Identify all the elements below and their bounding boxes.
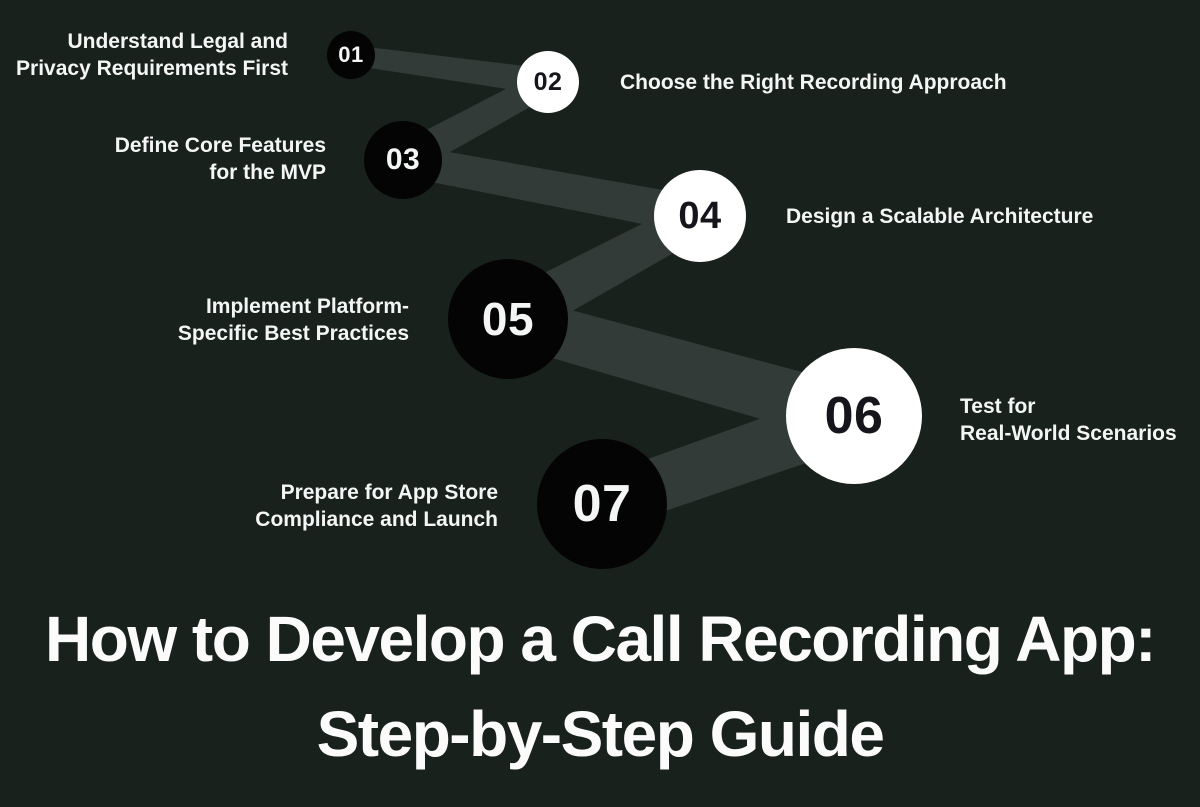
step-04-number: 04 bbox=[678, 194, 722, 237]
step-05-number: 05 bbox=[481, 293, 535, 345]
step-04-label: Design a Scalable Architecture bbox=[786, 203, 1093, 230]
label-line: for the MVP bbox=[209, 161, 326, 184]
page-title-line2: Step-by-Step Guide bbox=[316, 698, 885, 770]
step-03-circle: 03 bbox=[364, 121, 442, 199]
step-05-label: Implement Platform- Specific Best Practi… bbox=[0, 293, 409, 347]
label-line: Compliance and Launch bbox=[255, 508, 498, 531]
label-line: Test for bbox=[960, 395, 1036, 418]
step-04-circle: 04 bbox=[654, 170, 746, 262]
label-line: Define Core Features bbox=[114, 134, 326, 157]
label-line: Choose the Right Recording Approach bbox=[620, 71, 1007, 94]
step-03-number: 03 bbox=[385, 143, 421, 176]
step-06-number: 06 bbox=[824, 387, 884, 445]
step-01-label: Understand Legal and Privacy Requirement… bbox=[0, 28, 288, 82]
label-line: Implement Platform- bbox=[205, 295, 409, 318]
connector-step5-step6 bbox=[501, 294, 862, 444]
step-07-label: Prepare for App Store Compliance and Lau… bbox=[0, 479, 498, 533]
label-line: Prepare for App Store bbox=[280, 481, 498, 504]
label-line: Design a Scalable Architecture bbox=[786, 205, 1094, 228]
step-01-number: 01 bbox=[338, 42, 364, 67]
step-06-label: Test for Real-World Scenarios bbox=[960, 393, 1177, 447]
step-01-circle: 01 bbox=[327, 31, 375, 79]
step-07-number: 07 bbox=[572, 475, 632, 533]
step-02-number: 02 bbox=[533, 67, 563, 96]
page-title: How to Develop a Call Recording App: Ste… bbox=[0, 592, 1200, 782]
step-06-circle: 06 bbox=[786, 348, 922, 484]
connector-step1-step2 bbox=[349, 45, 550, 95]
connector-step3-step4 bbox=[400, 144, 704, 235]
step-05-circle: 05 bbox=[448, 259, 568, 379]
step-02-circle: 02 bbox=[517, 51, 579, 113]
label-line: Understand Legal and bbox=[67, 30, 288, 53]
step-07-circle: 07 bbox=[537, 439, 667, 569]
step-02-label: Choose the Right Recording Approach bbox=[620, 69, 1007, 96]
page-title-line1: How to Develop a Call Recording App: bbox=[45, 603, 1156, 675]
label-line: Privacy Requirements First bbox=[16, 57, 288, 80]
label-line: Real-World Scenarios bbox=[960, 422, 1177, 445]
step-03-label: Define Core Features for the MVP bbox=[0, 132, 326, 186]
label-line: Specific Best Practices bbox=[177, 322, 409, 345]
